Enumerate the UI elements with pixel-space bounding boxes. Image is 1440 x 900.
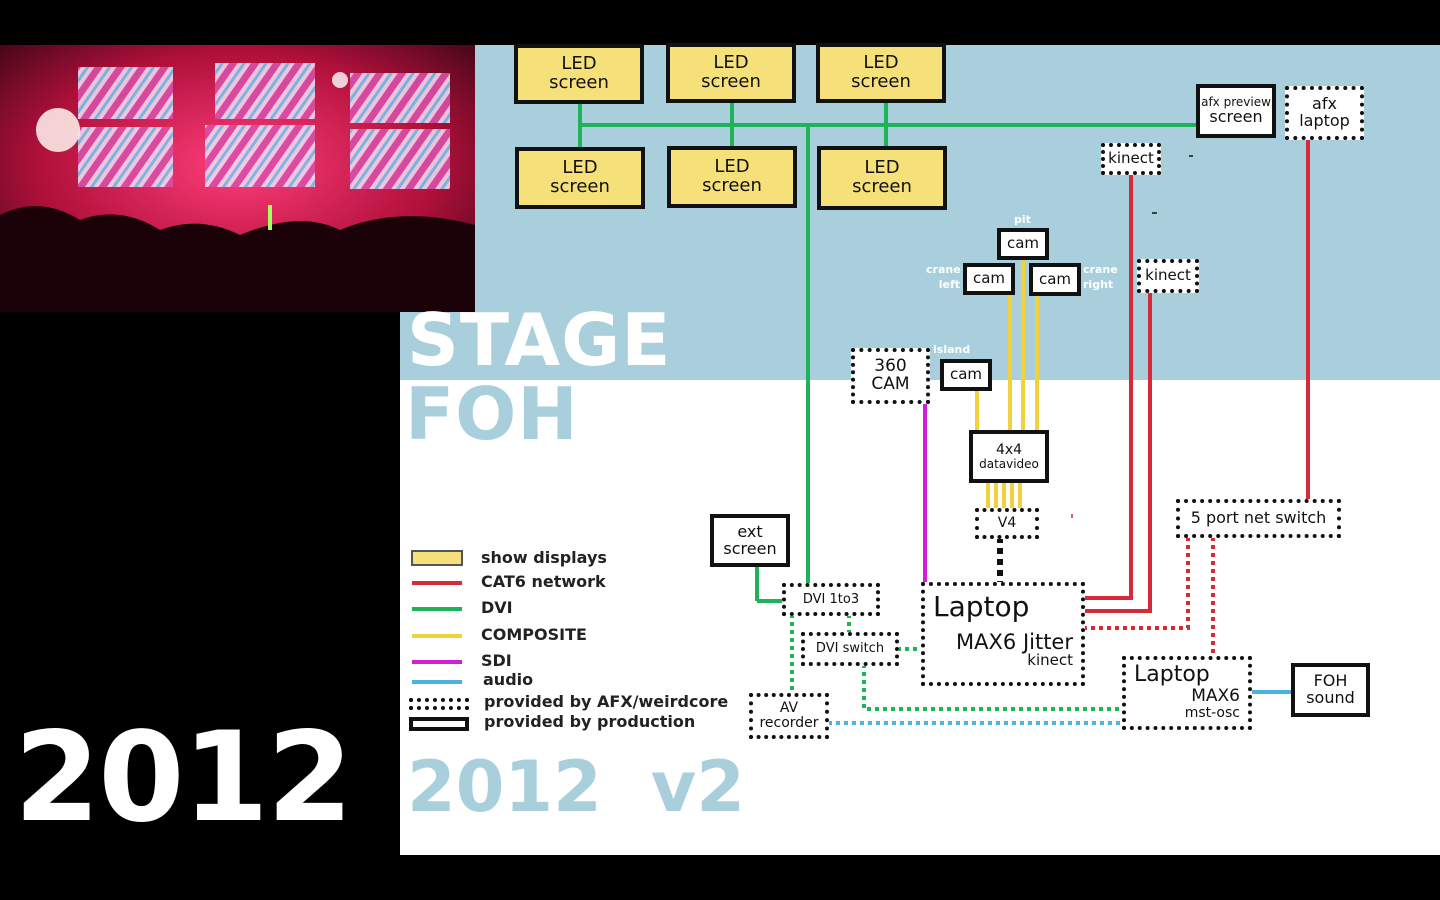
legend-swatch-show-displays: [411, 550, 463, 566]
pit-cam-tag: pit: [1014, 213, 1031, 228]
afx-laptop: afx laptop: [1285, 86, 1364, 140]
v4-label: V4: [998, 516, 1016, 531]
legend-composite: COMPOSITE: [481, 625, 587, 644]
crane-left-tag-line1: crane: [926, 263, 960, 278]
kinect-2: kinect: [1137, 259, 1199, 293]
led-screen-5: LED screen: [667, 146, 797, 208]
stage-zone-title: STAGE: [407, 298, 671, 382]
foh-laptop: Laptop MAX6 mst-osc: [1122, 656, 1252, 730]
legend-swatch-production: [409, 717, 469, 731]
legend-show-displays: show displays: [481, 548, 607, 567]
crane-right-tag: crane right: [1083, 263, 1118, 293]
afx-preview-label: screen: [1209, 109, 1262, 126]
kinect-label: kinect: [1108, 151, 1154, 167]
dvi-switch: DVI switch: [801, 632, 899, 666]
pit-cam: cam: [997, 228, 1049, 260]
led-screen-label: screen: [702, 177, 762, 196]
ext-screen: ext screen: [710, 514, 790, 567]
legend-dvi: DVI: [481, 598, 513, 617]
led-screen-1: LED screen: [514, 44, 644, 104]
led-screen-6: LED screen: [817, 146, 947, 210]
kinect-label: kinect: [1145, 268, 1191, 284]
cam-label: cam: [973, 271, 1005, 287]
crane-left-tag: crane left: [926, 263, 960, 293]
foh-laptop-software: MAX6: [1134, 688, 1240, 706]
legend-swatches: [412, 583, 462, 682]
legend-production: provided by production: [484, 712, 695, 731]
led-screen-4: LED screen: [515, 147, 645, 209]
foh-zone-title: FOH: [405, 372, 579, 456]
foh-laptop-title: Laptop: [1134, 663, 1240, 686]
crane-right-tag-line1: crane: [1083, 263, 1118, 278]
afx-preview-screen: afx preview screen: [1196, 84, 1276, 138]
ext-screen-label: ext: [737, 524, 762, 541]
crane-right-cam: cam: [1029, 263, 1081, 296]
datavideo-label: datavideo: [979, 458, 1039, 471]
cam-label: cam: [950, 367, 982, 383]
year-label: 2012: [14, 706, 351, 850]
foh-sound-label: sound: [1306, 690, 1355, 707]
cam360-label: CAM: [871, 376, 909, 394]
av-recorder-label: recorder: [759, 716, 818, 731]
datavideo-label: 4x4: [996, 443, 1022, 458]
v4-mixer: V4: [975, 508, 1039, 539]
island-cam: cam: [940, 359, 992, 391]
island-cam-tag: island: [933, 343, 970, 358]
ext-screen-label: screen: [723, 541, 776, 558]
cam-label: cam: [1007, 236, 1039, 252]
legend-swatch-afx: [409, 698, 469, 710]
legend-afx: provided by AFX/weirdcore: [484, 692, 728, 711]
led-screen-label: screen: [550, 178, 610, 197]
crane-left-cam: cam: [963, 263, 1015, 295]
cam-label: cam: [1039, 272, 1071, 288]
dvi-switch-label: DVI switch: [816, 642, 884, 656]
crane-right-tag-line2: right: [1083, 278, 1118, 293]
led-screen-label: screen: [852, 178, 912, 197]
led-screen-label: screen: [549, 74, 609, 93]
kinect-1: kinect: [1101, 143, 1161, 175]
foh-sound: FOH sound: [1291, 663, 1370, 717]
main-laptop: Laptop MAX6 Jitter kinect: [921, 582, 1085, 686]
crane-left-tag-line2: left: [926, 278, 960, 293]
led-screen-label: screen: [851, 73, 911, 92]
version-label: 2012 v2: [407, 746, 745, 828]
av-recorder-label: AV: [780, 701, 798, 716]
net-switch-label: 5 port net switch: [1191, 510, 1327, 527]
av-recorder: AV recorder: [749, 693, 829, 739]
dvi-splitter: DVI 1to3: [782, 583, 880, 616]
legend-sdi: SDI: [481, 651, 512, 670]
legend-cat6: CAT6 network: [481, 572, 606, 591]
legend-audio: audio: [483, 670, 533, 689]
led-screen-label: screen: [701, 73, 761, 92]
foh-laptop-sub: mst-osc: [1134, 706, 1240, 721]
main-laptop-software: MAX6 Jitter: [933, 631, 1073, 653]
datavideo-switcher: 4x4 datavideo: [969, 430, 1049, 483]
net-switch: 5 port net switch: [1176, 499, 1341, 538]
led-screen-2: LED screen: [666, 43, 796, 103]
main-laptop-title: Laptop: [933, 592, 1073, 621]
cat6-lines: [1083, 137, 1308, 611]
led-screen-3: LED screen: [816, 43, 946, 103]
dvi-splitter-label: DVI 1to3: [803, 593, 859, 607]
main-laptop-sub: kinect: [933, 653, 1073, 669]
cam-360: 360 CAM: [851, 348, 930, 404]
afx-laptop-label: laptop: [1299, 113, 1350, 130]
